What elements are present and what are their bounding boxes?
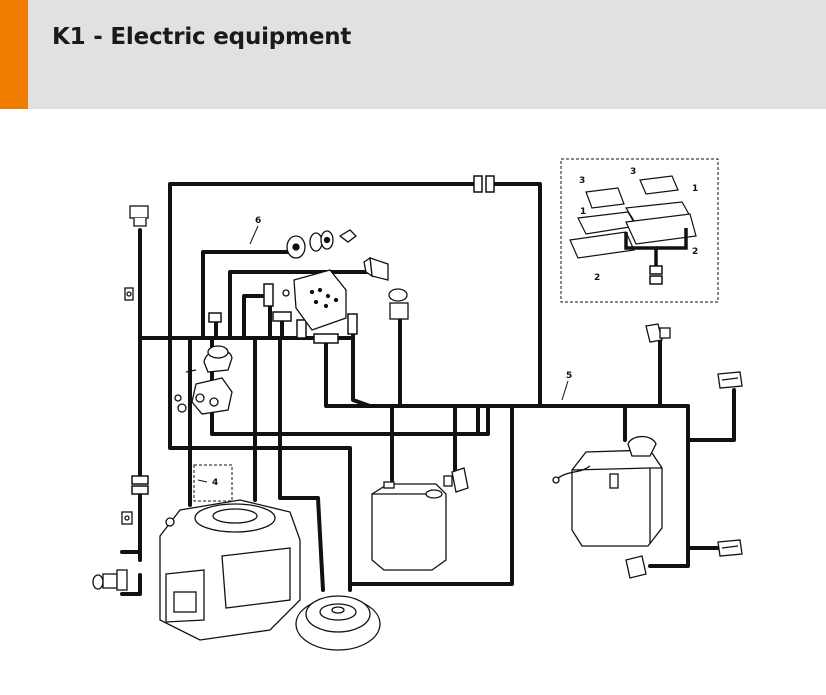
battery [552,435,663,547]
callout-2-left: 2 [594,273,600,283]
connector-left-trunk [131,475,149,495]
light-switch [645,323,671,343]
plug-right-bottom [717,539,743,557]
engine [159,499,301,641]
inset-lamp-assembly [569,175,697,259]
brake-switch [124,287,134,301]
connector-small-blocks [208,283,358,344]
lamp-holder [388,288,409,327]
callout-1-right: 1 [692,184,698,194]
pto-clutch [295,595,381,651]
page-header [0,0,826,109]
inset-harness [624,228,688,285]
relay-box-outline [193,464,233,502]
header-accent-bar [0,0,28,109]
callout-6: 6 [255,216,261,226]
safety-switch-middle [443,467,469,493]
solenoid-assembly [174,345,233,415]
fuel-sensor-plug [92,569,128,591]
reverse-switch [625,555,647,579]
callout-2-right: 2 [692,247,698,257]
callout-5: 5 [566,371,572,381]
seat-switch [129,205,149,227]
callout-3-left: 3 [579,176,585,186]
callout-4: 4 [212,478,218,488]
connector-top [473,175,495,193]
callout-1-left: 1 [580,207,586,217]
ignition-switch [286,229,357,259]
fuel-tank [371,481,447,571]
neutral-switch [121,511,133,525]
plug-right-top [717,371,743,389]
control-module [282,269,347,331]
callout-3-right: 3 [630,167,636,177]
page-title: K1 - Electric equipment [52,24,352,50]
relay-plug [363,256,389,281]
